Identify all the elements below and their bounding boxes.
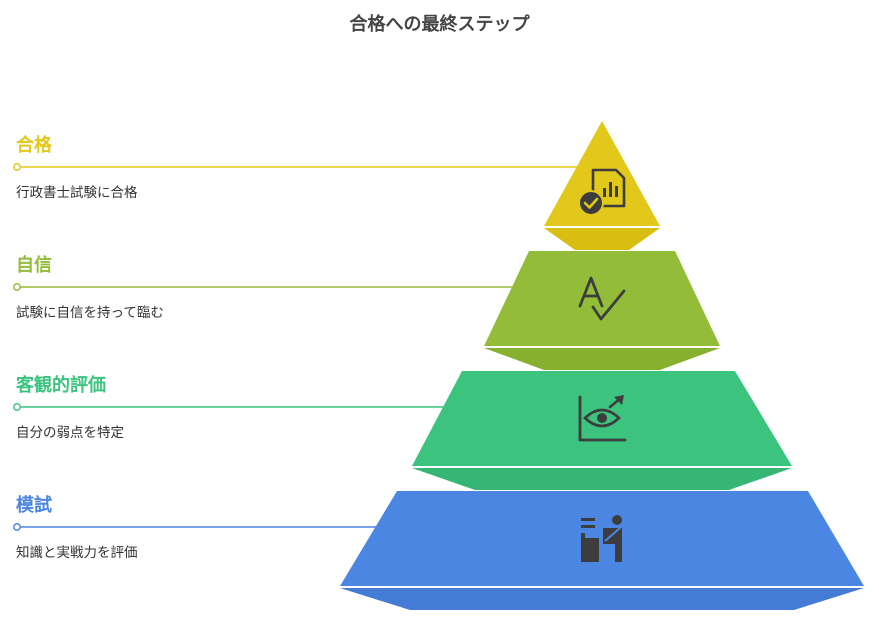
tier-1-shape <box>544 121 660 250</box>
tier-label-4: 模試 <box>16 495 52 516</box>
document-check-icon <box>578 168 626 216</box>
eye-chart-icon <box>578 395 627 442</box>
spell-check-icon <box>578 276 626 321</box>
tier-description-3: 自分の弱点を特定 <box>16 425 124 441</box>
tier-label-2: 自信 <box>16 255 52 276</box>
connector-3 <box>13 403 448 411</box>
connector-2 <box>13 283 515 291</box>
diagram-title: 合格への最終ステップ <box>349 14 530 35</box>
connector-1 <box>13 163 578 171</box>
tier-description-2: 試験に自信を持って臨む <box>16 305 164 321</box>
tier-3-shape <box>412 371 792 490</box>
person-at-desk-icon <box>581 515 622 562</box>
tier-description-1: 行政書士試験に合格 <box>16 185 138 201</box>
tier-2-shape <box>484 251 720 370</box>
tier-4-shape <box>340 491 864 610</box>
tier-description-4: 知識と実戦力を評価 <box>16 545 138 561</box>
connector-4 <box>13 523 378 531</box>
tier-label-3: 客観的評価 <box>16 375 106 396</box>
tier-label-1: 合格 <box>16 135 52 156</box>
